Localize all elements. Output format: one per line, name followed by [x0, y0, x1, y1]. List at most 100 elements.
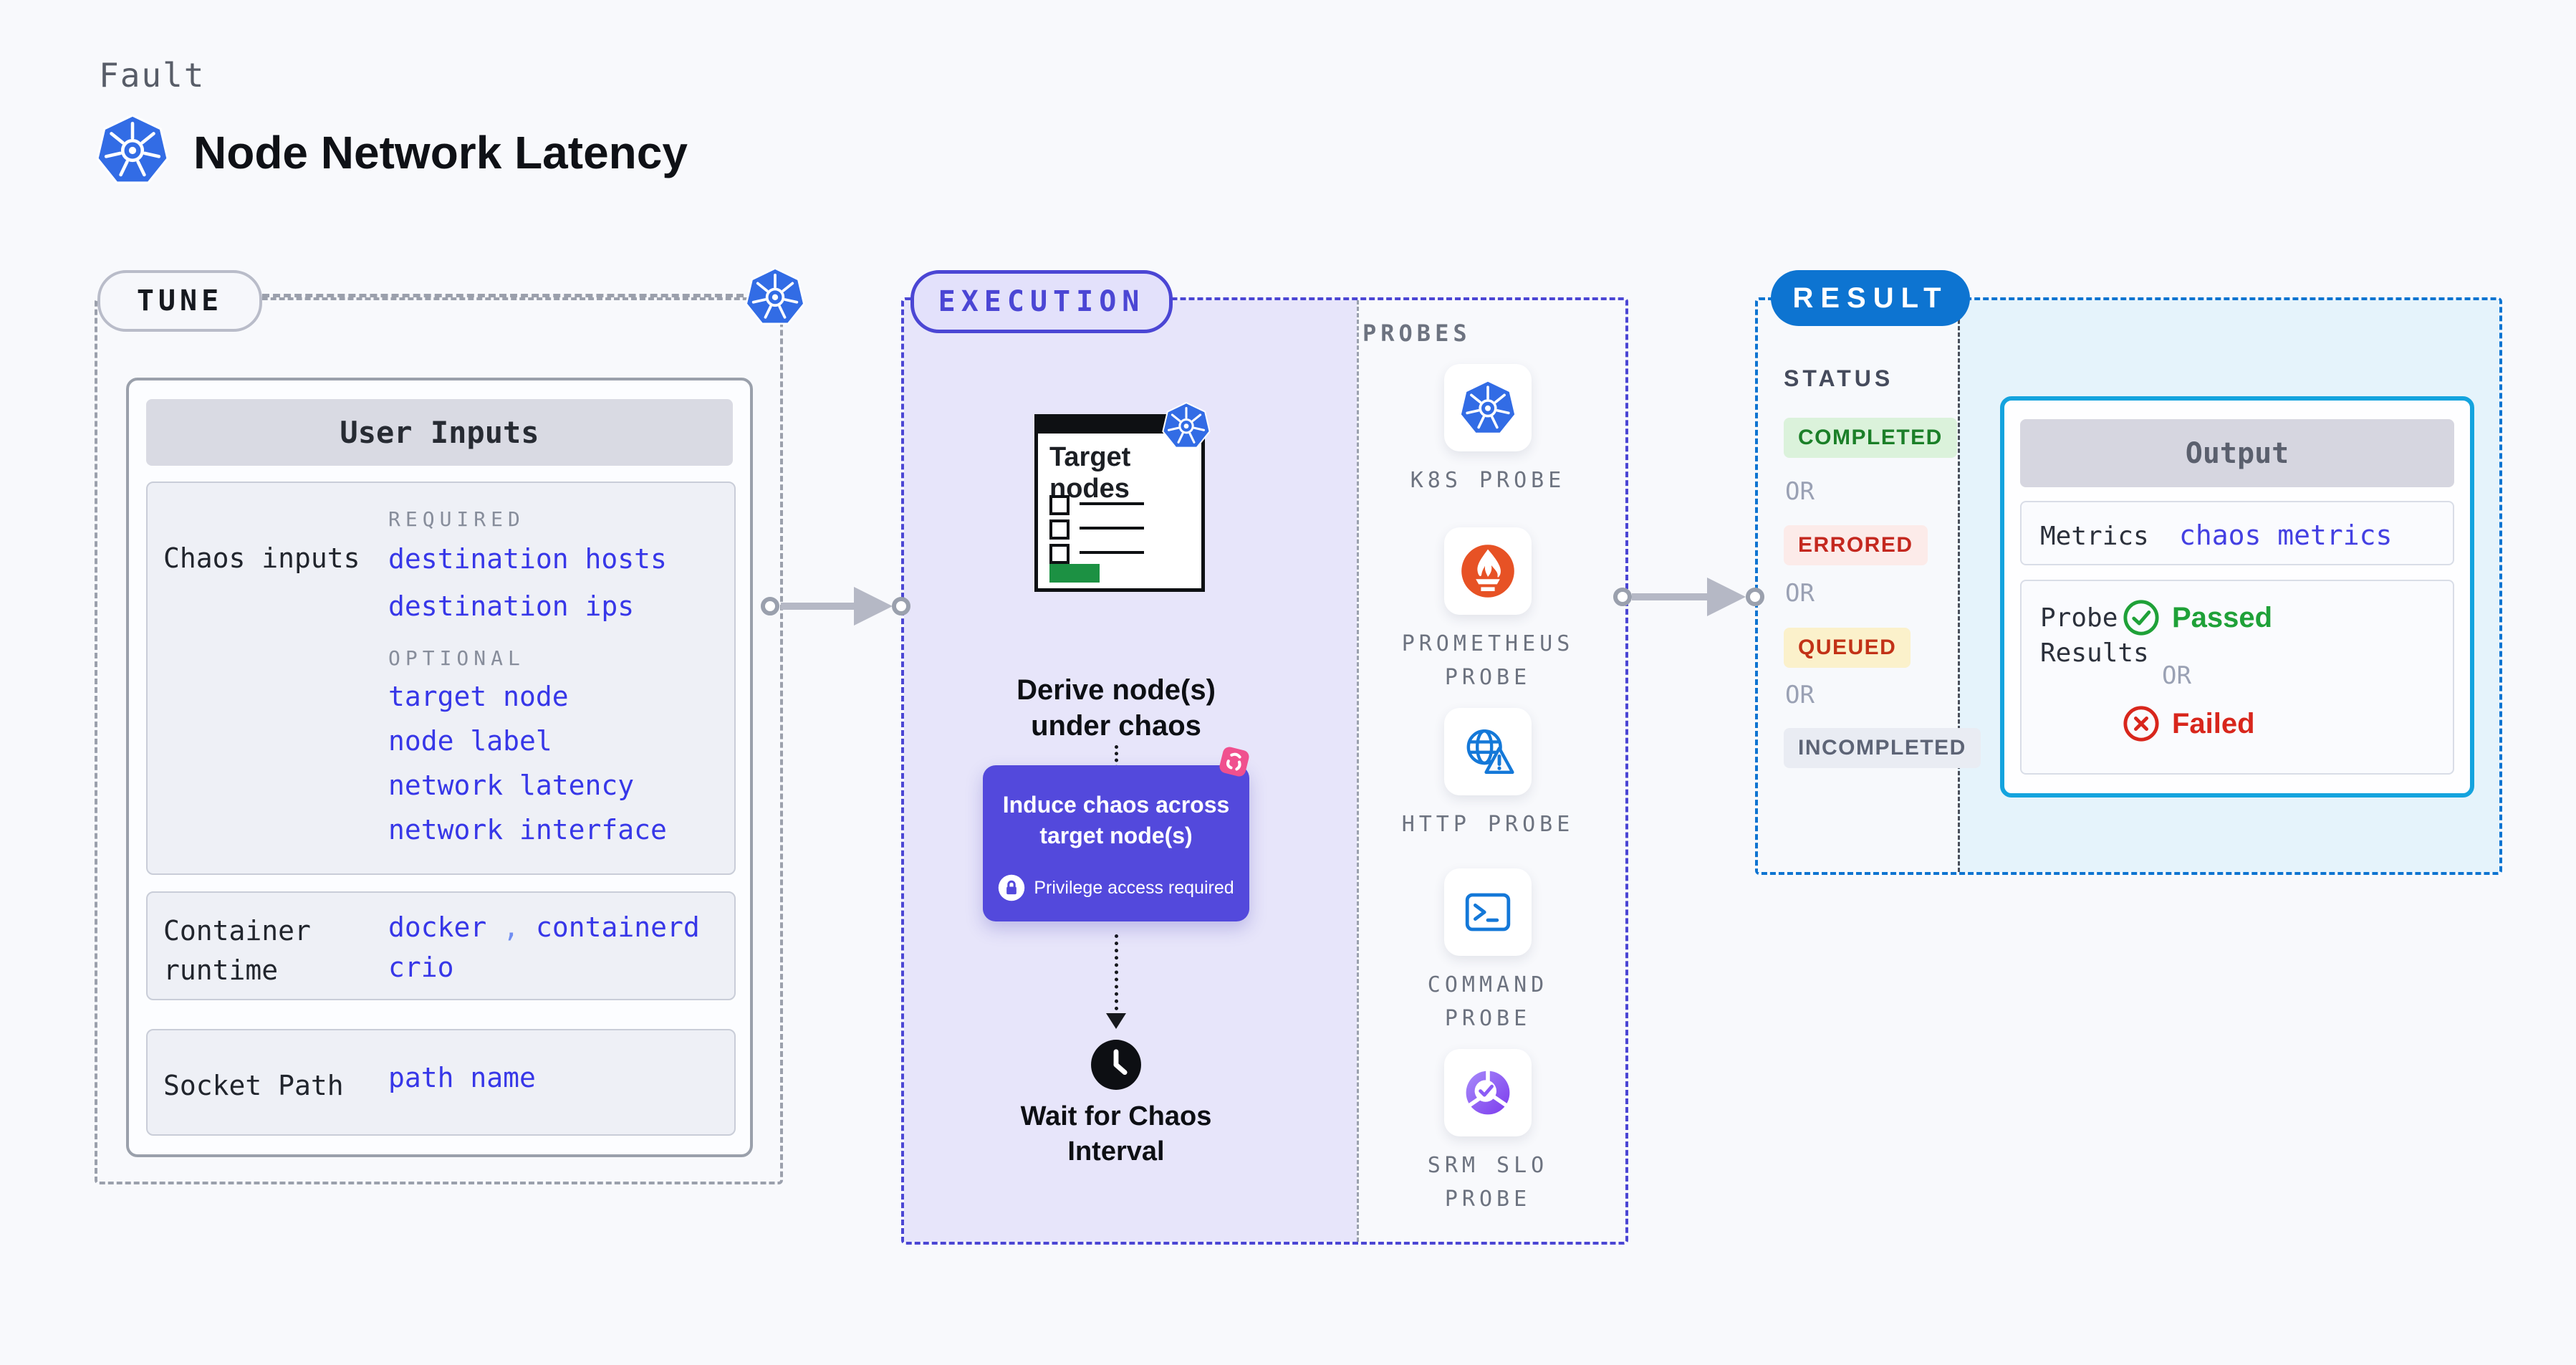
dotted-arrow-line — [1115, 745, 1118, 775]
user-inputs-card: User Inputs Chaos inputs REQUIRED destin… — [126, 378, 753, 1157]
runtime-value: containerd — [535, 911, 700, 943]
terminal-icon — [1459, 883, 1517, 941]
status-heading: STATUS — [1784, 365, 1894, 391]
metrics-value: chaos metrics — [2179, 519, 2393, 551]
probe-results-label: Probe Results — [2040, 603, 2149, 668]
probe-card-srm-slo — [1444, 1049, 1532, 1136]
dotted-arrowhead — [1106, 1013, 1126, 1029]
derive-step-label: Derive node(s) under chaos — [1017, 674, 1216, 742]
probe-label: PROMETHEUS PROBE — [1401, 631, 1575, 690]
failed-verdict: Failed — [2122, 704, 2255, 743]
chaos-inputs-label: Chaos inputs — [163, 542, 360, 574]
metrics-row: Metrics chaos metrics — [2020, 501, 2454, 565]
chaos-inputs-section: Chaos inputs REQUIRED destination hosts … — [146, 482, 736, 875]
target-nodes-window: Target nodes — [1034, 414, 1205, 592]
passed-verdict: Passed — [2122, 598, 2272, 637]
globe-alert-icon — [1459, 723, 1517, 780]
probes-heading: PROBES — [1363, 320, 1471, 347]
required-group-label: REQUIRED — [388, 507, 525, 531]
check-circle-icon — [2122, 598, 2161, 637]
list-line — [1080, 502, 1144, 505]
chaos-input-item: target node — [388, 681, 569, 712]
chaos-input-item: node label — [388, 725, 552, 757]
target-nodes-title: Target nodes — [1049, 442, 1131, 504]
lock-icon — [998, 874, 1025, 901]
socket-path-label: Socket Path — [163, 1070, 344, 1101]
socket-path-value: path name — [388, 1062, 536, 1093]
probe-card-http — [1444, 708, 1532, 795]
connector-dot — [761, 597, 779, 616]
probe-card-k8s — [1444, 364, 1532, 451]
chaos-input-item: network interface — [388, 814, 667, 846]
dashed-connector-line — [262, 294, 744, 297]
induce-chaos-label: Induce chaos across target node(s) — [1002, 792, 1230, 849]
status-badge-completed: COMPLETED — [1784, 418, 1957, 458]
status-panel — [1758, 300, 1958, 872]
connector-dot — [1746, 588, 1764, 606]
probe-results-row: Probe Results Passed OR Failed — [2020, 580, 2454, 775]
runtime-value: docker — [388, 911, 487, 943]
status-badge-queued: QUEUED — [1784, 628, 1911, 668]
chaos-spark-icon — [1213, 741, 1255, 782]
or-label: OR — [2162, 661, 2191, 690]
prometheus-icon — [1459, 542, 1517, 600]
probe-label: HTTP PROBE — [1401, 812, 1575, 837]
x-circle-icon — [2122, 704, 2161, 743]
chaos-input-item: network latency — [388, 770, 635, 801]
checkbox-icon — [1049, 519, 1070, 540]
status-badge-incompleted: INCOMPLETED — [1784, 728, 1981, 768]
probe-label: K8S PROBE — [1410, 468, 1566, 493]
wait-step-label: Wait for Chaos Interval — [1020, 1101, 1212, 1167]
kubernetes-icon — [1459, 379, 1517, 436]
chaos-input-item: destination ips — [388, 590, 635, 622]
execution-pill: EXECUTION — [910, 270, 1173, 333]
optional-group-label: OPTIONAL — [388, 646, 525, 670]
failed-label: Failed — [2172, 707, 2255, 739]
privilege-label: Privilege access required — [1034, 877, 1234, 898]
runtime-value: crio — [388, 952, 454, 983]
node-list-item — [1049, 544, 1186, 564]
slo-check-icon — [1459, 1064, 1517, 1121]
connector-dot — [892, 597, 910, 616]
probes-divider — [1357, 300, 1359, 1242]
probe-label: COMMAND PROBE — [1427, 972, 1549, 1031]
checkbox-icon — [1049, 544, 1070, 564]
list-line — [1080, 551, 1144, 554]
kubernetes-icon — [96, 113, 169, 186]
or-label: OR — [1785, 477, 1815, 506]
output-card: Output Metrics chaos metrics Probe Resul… — [2000, 396, 2474, 798]
clock-icon — [1089, 1038, 1143, 1092]
or-label: OR — [1785, 681, 1815, 709]
or-label: OR — [1785, 579, 1815, 608]
metrics-label: Metrics — [2040, 522, 2149, 551]
probe-card-command — [1444, 868, 1532, 956]
kubernetes-icon — [745, 267, 805, 327]
result-pill: RESULT — [1771, 270, 1970, 326]
probe-label: SRM SLO PROBE — [1427, 1153, 1549, 1212]
checkbox-icon — [1049, 495, 1070, 515]
flow-arrow — [781, 603, 854, 610]
green-button — [1049, 564, 1100, 583]
probe-card-prometheus — [1444, 527, 1532, 615]
chaos-input-item: destination hosts — [388, 543, 667, 575]
privilege-row: Privilege access required — [983, 874, 1249, 901]
fault-eyebrow: Fault — [99, 56, 206, 95]
passed-label: Passed — [2172, 601, 2273, 633]
tune-section-outline — [95, 297, 783, 1184]
page-title: Node Network Latency — [193, 127, 688, 178]
flow-arrow — [1632, 593, 1707, 600]
container-runtime-section: Container runtime docker , containerd cr… — [146, 891, 736, 1000]
kubernetes-icon — [1162, 401, 1211, 450]
connector-dot — [1613, 588, 1632, 606]
container-runtime-values: docker , containerd — [388, 911, 700, 943]
separator: , — [503, 911, 520, 943]
node-list-item — [1049, 495, 1186, 515]
result-divider — [1958, 300, 1960, 872]
socket-path-section: Socket Path path name — [146, 1029, 736, 1136]
window-title-bar — [1038, 418, 1201, 434]
dotted-arrow-line — [1115, 934, 1118, 1010]
status-badge-errored: ERRORED — [1784, 525, 1928, 565]
user-inputs-title: User Inputs — [146, 399, 733, 466]
list-line — [1080, 527, 1144, 530]
